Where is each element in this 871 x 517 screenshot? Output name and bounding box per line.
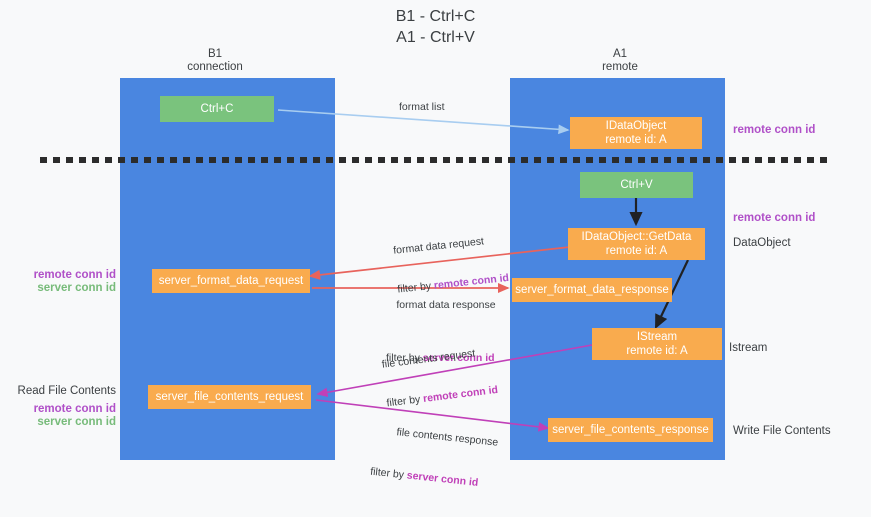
- lane-header-a1: A1 remote: [602, 48, 638, 73]
- diagram-canvas: B1 - Ctrl+C A1 - Ctrl+V B1 connection A1…: [17, 8, 833, 489]
- annotation-right-istream: Istream: [729, 342, 768, 354]
- lane-header-b1: B1 connection: [187, 48, 243, 73]
- annotation-left-remote-conn-id-mid: remote conn id: [33, 269, 116, 281]
- box-layer: Ctrl+C IDataObject remote id: A Ctrl+V I…: [148, 96, 722, 442]
- flow-label-format-data-response-line1: format data response: [396, 299, 496, 311]
- filter-prefix: filter by: [369, 465, 408, 482]
- box-server-file-contents-response[interactable]: server_file_contents_response: [548, 418, 713, 442]
- label-layer: format list format data request filter b…: [17, 101, 831, 489]
- box-server-format-data-response[interactable]: server_format_data_response: [512, 278, 672, 302]
- box-server-format-data-request[interactable]: server_format_data_request: [152, 269, 310, 293]
- divider-layer: [40, 157, 833, 163]
- box-idataobject-getdata[interactable]: IDataObject::GetData remote id: A: [568, 228, 705, 260]
- box-idataobject[interactable]: IDataObject remote id: A: [570, 117, 702, 149]
- annotation-right-write-file-contents: Write File Contents: [733, 425, 831, 437]
- box-ctrl-v[interactable]: Ctrl+V: [580, 172, 693, 198]
- filter-key-server-conn-id: server conn id: [406, 469, 479, 489]
- annotation-right-remote-conn-id-top: remote conn id: [733, 124, 816, 136]
- box-ctrl-c[interactable]: Ctrl+C: [160, 96, 274, 122]
- annotation-left-read-file-contents: Read File Contents: [17, 385, 116, 397]
- box-istream[interactable]: IStream remote id: A: [592, 328, 722, 360]
- box-server-file-contents-request[interactable]: server_file_contents_request: [148, 385, 311, 409]
- section-divider: [40, 157, 833, 163]
- annotation-left-server-conn-id-bottom: server conn id: [37, 416, 116, 428]
- annotation-left-remote-conn-id-bottom: remote conn id: [33, 403, 116, 415]
- annotation-right-dataobject: DataObject: [733, 237, 791, 249]
- annotation-left-server-conn-id-mid: server conn id: [37, 282, 116, 294]
- page-title: B1 - Ctrl+C A1 - Ctrl+V: [395, 8, 476, 46]
- annotation-right-remote-conn-id-mid: remote conn id: [733, 212, 816, 224]
- flow-label-file-contents-response-filter: filter by server conn id: [370, 466, 495, 492]
